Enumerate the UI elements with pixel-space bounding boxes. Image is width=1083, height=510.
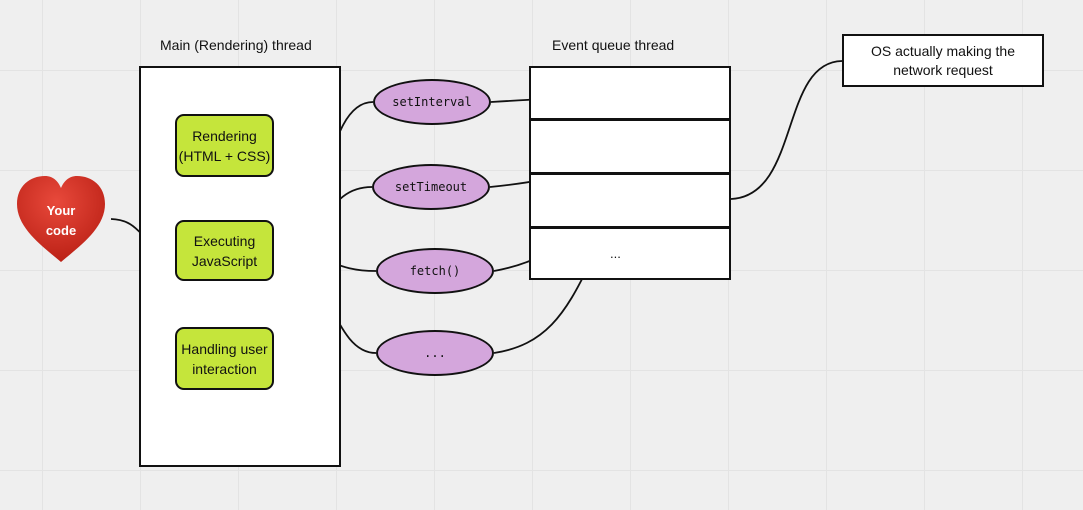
your-code-label: Your code	[45, 203, 77, 238]
event-queue-title: Event queue thread	[552, 37, 675, 53]
step-handling-user-interaction: Handling user interaction	[175, 327, 274, 390]
step-rendering: Rendering (HTML + CSS)	[175, 114, 274, 177]
main-thread-title: Main (Rendering) thread	[160, 37, 312, 53]
api-fetch: fetch()	[376, 248, 494, 294]
api-setinterval: setInterval	[373, 79, 491, 125]
api-more: ...	[376, 330, 494, 376]
event-queue-overflow: ...	[610, 246, 621, 261]
api-settimeout: setTimeout	[372, 164, 490, 210]
heart-icon	[17, 176, 105, 262]
event-queue-box	[529, 66, 731, 280]
connector-queue-to-os	[730, 60, 843, 200]
queue-slot-divider	[531, 118, 729, 121]
queue-slot-divider	[531, 172, 729, 175]
connector-more-to-queue	[493, 262, 591, 354]
queue-slot-divider	[531, 226, 729, 229]
os-network-box: OS actually making the network request	[842, 34, 1044, 87]
step-executing-javascript: Executing JavaScript	[175, 220, 274, 281]
